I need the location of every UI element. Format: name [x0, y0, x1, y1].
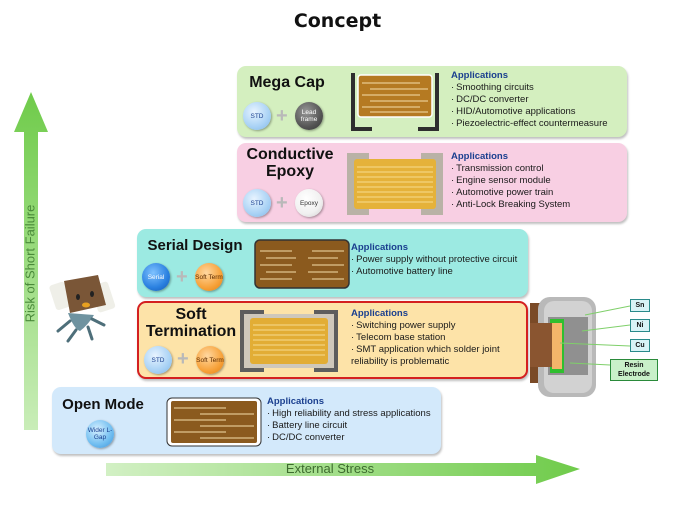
stress-axis-arrow: [106, 455, 580, 484]
conductive-epoxy-capacitor-icon: [347, 153, 443, 215]
card-title: Conductive Epoxy: [245, 146, 335, 181]
bubble-lead-frame: Lead frame: [295, 102, 323, 130]
applications-header: Applications: [267, 396, 325, 407]
bubble-serial: Serial: [142, 263, 170, 291]
open-mode-capacitor-icon: [166, 397, 262, 447]
application-item: Switching power supply: [351, 320, 521, 332]
application-item: Battery line circuit: [267, 420, 431, 432]
card-serial-design: Serial Design Serial + Soft Term Applica…: [137, 229, 528, 297]
applications-list: Applications Power supply without protec…: [351, 242, 517, 278]
application-item: Telecom base station: [351, 332, 521, 344]
bubble-std: STD: [243, 102, 271, 130]
card-title: Mega Cap: [249, 74, 325, 91]
application-item: Power supply without protective circuit: [351, 254, 517, 266]
card-soft-termination: Soft Termination STD + Soft Term Applica…: [137, 301, 528, 379]
risk-axis-arrow: [14, 92, 48, 430]
applications-list: Applications Smoothing circuits DC/DC co…: [451, 70, 608, 130]
application-item: High reliability and stress applications: [267, 408, 430, 420]
plus-icon: +: [176, 266, 188, 288]
card-title-line2: Epoxy: [265, 163, 314, 181]
application-item: SMT application which solder joint relia…: [351, 344, 521, 368]
plus-icon: +: [276, 105, 288, 127]
layer-label-ni: Ni: [630, 319, 650, 332]
applications-list: Applications Transmission control Engine…: [451, 151, 570, 211]
risk-axis-label: Risk of Short Failure: [22, 204, 38, 323]
card-title: Serial Design: [147, 237, 243, 254]
applications-list: Applications Switching power supply Tele…: [351, 308, 521, 368]
application-item: DC/DC converter: [267, 432, 431, 444]
bubble-std: STD: [243, 189, 271, 217]
card-title-line1: Soft: [175, 306, 207, 323]
card-open-mode: Open Mode Wider L-Gap Applications High …: [52, 387, 441, 454]
application-item: DC/DC converter: [451, 94, 608, 106]
application-item: Automotive power train: [451, 187, 570, 199]
applications-header: Applications: [451, 70, 509, 81]
card-conductive-epoxy: Conductive Epoxy STD + Epoxy Application…: [237, 143, 627, 222]
bubble-wider-l-gap: Wider L-Gap: [86, 420, 114, 448]
applications-list: Applications High reliability and stress…: [267, 396, 431, 444]
layer-label-cu: Cu: [630, 339, 650, 352]
card-title-line2: Termination: [145, 323, 237, 341]
card-title: Soft Termination: [143, 306, 239, 341]
applications-header: Applications: [351, 242, 409, 253]
plus-icon: +: [276, 192, 288, 214]
plus-icon: +: [177, 348, 189, 370]
application-item: Engine sensor module: [451, 175, 570, 187]
application-item: Anti-Lock Breaking System: [451, 199, 570, 211]
mega-cap-capacitor-icon: [351, 73, 439, 131]
page-title: Concept: [293, 10, 382, 32]
layer-label-sn: Sn: [630, 299, 650, 312]
applications-header: Applications: [351, 308, 409, 319]
application-item: Smoothing circuits: [451, 82, 608, 94]
stress-axis-label: External Stress: [285, 461, 375, 476]
soft-termination-capacitor-icon: [240, 310, 338, 372]
bubble-soft-term: Soft Term: [196, 346, 224, 374]
card-mega-cap: Mega Cap STD + Lead frame Applications S…: [237, 66, 627, 137]
application-item: HID/Automotive applications: [451, 106, 608, 118]
application-item: Piezoelectric-effect countermeasure: [451, 118, 607, 130]
card-title-line1: Conductive: [246, 146, 334, 163]
application-item: Transmission control: [451, 163, 570, 175]
application-item: Automotive battery line: [351, 266, 517, 278]
bubble-epoxy: Epoxy: [295, 189, 323, 217]
applications-header: Applications: [451, 151, 509, 162]
bubble-std: STD: [144, 346, 172, 374]
card-title: Open Mode: [62, 396, 144, 413]
serial-design-capacitor-icon: [254, 239, 350, 289]
termination-cross-section-icon: [530, 297, 631, 397]
capacitor-mascot: [49, 275, 116, 343]
bubble-soft-term: Soft Term: [195, 263, 223, 291]
layer-label-resin-electrode: Resin Electrode: [610, 359, 658, 381]
